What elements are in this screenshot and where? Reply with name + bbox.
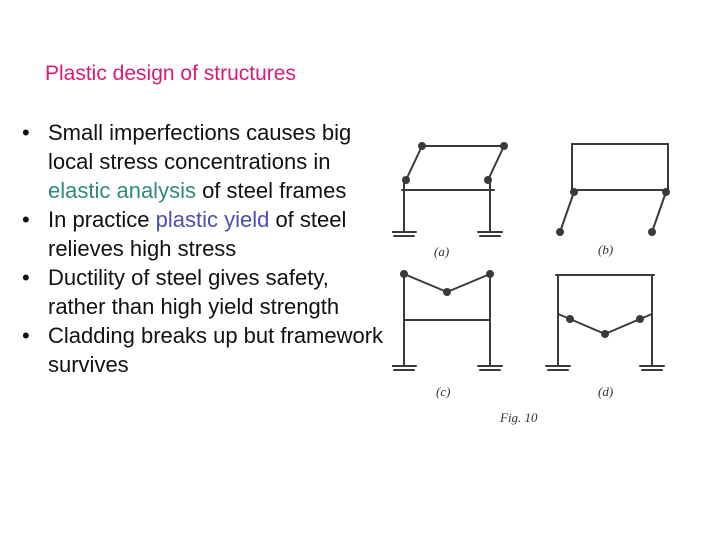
bullet-text: Ductility of steel gives safety, rather … — [48, 265, 340, 319]
plastic-hinge — [418, 142, 426, 150]
bullet-list: • Small imperfections causes big local s… — [20, 118, 390, 379]
hinged-beam-right — [604, 318, 641, 335]
panel-label-d: (d) — [598, 384, 613, 399]
swayed-column-right — [651, 191, 667, 233]
hinged-beam-left — [403, 273, 448, 293]
upper-storey-frame — [571, 143, 669, 191]
plastic-hinge — [566, 315, 574, 323]
plastic-hinge — [443, 288, 451, 296]
bullet-item-cladding: • Cladding breaks up but framework survi… — [20, 321, 390, 379]
plastic-hinge — [662, 188, 670, 196]
panel-label-a: (a) — [434, 244, 449, 259]
hinged-beam-right — [446, 273, 491, 293]
sway-column-upper-left — [405, 145, 423, 181]
bullet-marker: • — [22, 120, 30, 145]
bullet-marker: • — [22, 265, 30, 290]
bullet-item-plastic-yield: • In practice plastic yield of steel rel… — [20, 205, 390, 263]
plastic-hinge — [484, 176, 492, 184]
panel-d-beam-mechanism — [545, 274, 665, 371]
bullet-text: Small imperfections causes big local str… — [48, 120, 352, 174]
plastic-yield-highlight: plastic yield — [155, 207, 270, 232]
bullet-marker: • — [22, 323, 30, 348]
plastic-hinge — [648, 228, 656, 236]
elastic-analysis-highlight: elastic analysis — [48, 178, 196, 203]
plastic-hinge — [570, 188, 578, 196]
plastic-hinge — [400, 270, 408, 278]
panel-label-c: (c) — [436, 384, 450, 399]
panel-b-column-sway — [559, 143, 669, 233]
bullet-item-imperfections: • Small imperfections causes big local s… — [20, 118, 390, 205]
panel-c-beam-mechanism — [392, 273, 503, 371]
frame-collapse-mechanisms-figure: (a) (b) (c) (d) Fig. 10 — [392, 142, 670, 425]
bullet-text-tail: of steel frames — [195, 178, 347, 203]
bullet-item-ductility: • Ductility of steel gives safety, rathe… — [20, 263, 390, 321]
bullet-text: In practice — [48, 207, 156, 232]
plastic-hinge — [486, 270, 494, 278]
panel-label-b: (b) — [598, 242, 613, 257]
figure-caption: Fig. 10 — [499, 410, 538, 425]
panel-a-sway-mechanism — [392, 145, 505, 237]
swayed-column-left — [559, 191, 575, 233]
plastic-hinge — [402, 176, 410, 184]
bullet-marker: • — [22, 207, 30, 232]
hinged-beam-left — [569, 318, 606, 335]
bullet-text-tail: of steel relieves high stress — [48, 207, 347, 261]
sway-column-upper-right — [487, 145, 505, 181]
plastic-hinge — [500, 142, 508, 150]
slide-title: Plastic design of structures — [45, 62, 296, 85]
plastic-hinge — [601, 330, 609, 338]
bullet-text: Cladding breaks up but framework survive… — [48, 323, 384, 377]
plastic-hinge — [556, 228, 564, 236]
plastic-hinge — [636, 315, 644, 323]
plastic-hinges — [400, 142, 670, 338]
